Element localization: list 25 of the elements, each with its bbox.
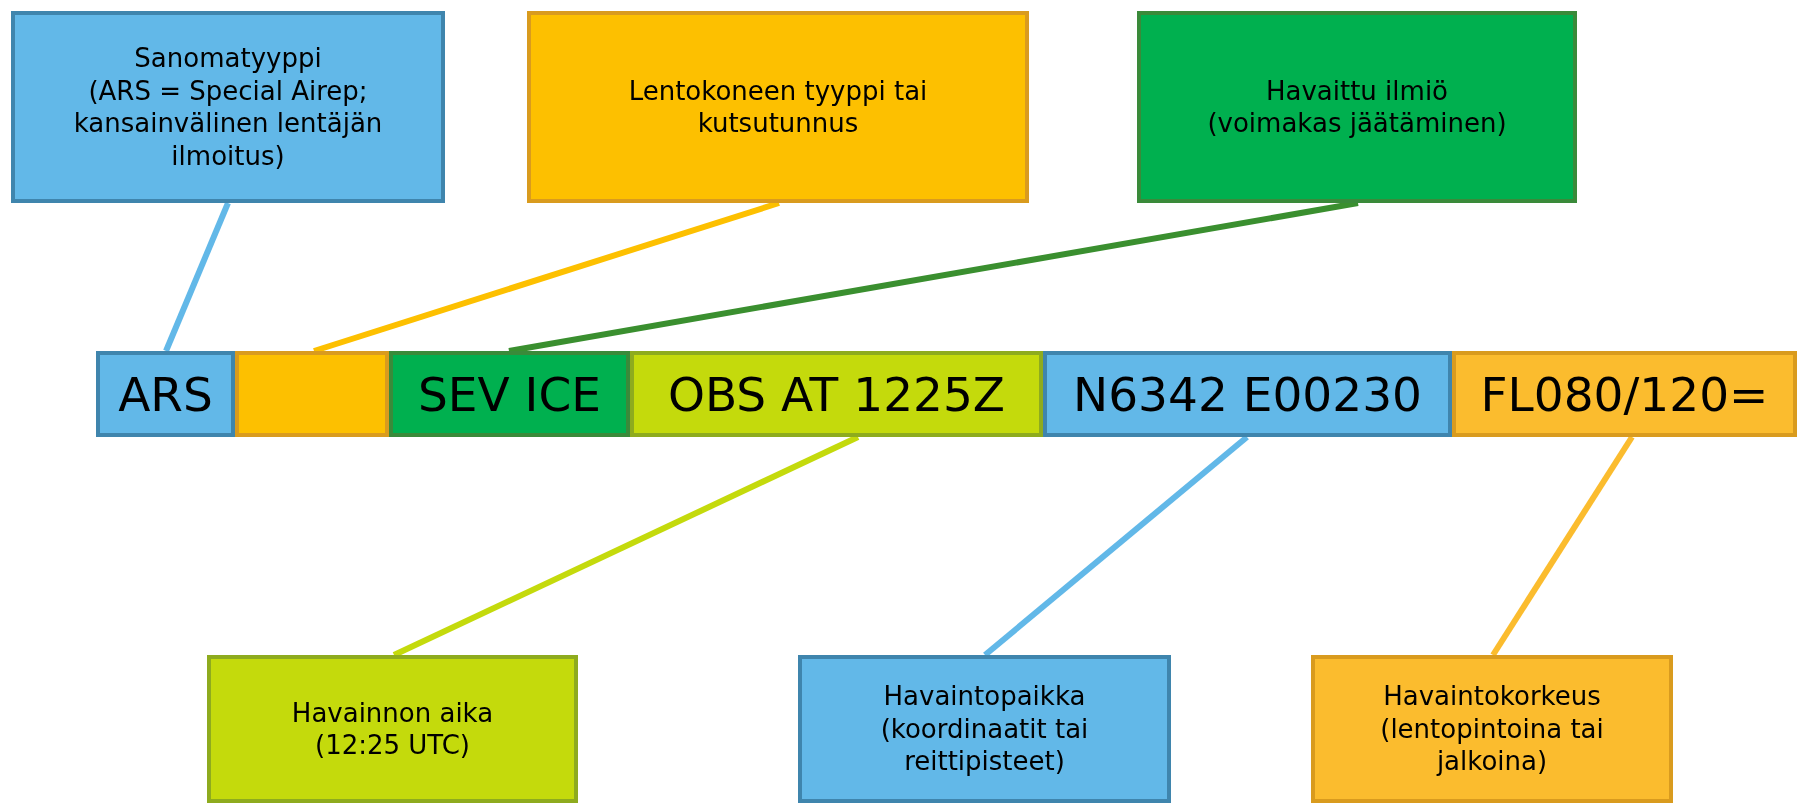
leader-line — [163, 201, 231, 353]
message-field: FL080/120= — [1452, 351, 1797, 437]
box-heading: Havaintokorkeus — [1383, 680, 1601, 713]
box-description: (12:25 UTC) — [315, 729, 470, 762]
message-field: OBS AT 1225Z — [630, 351, 1043, 437]
box-description: (lentopintoina tai jalkoina) — [1379, 712, 1605, 778]
message-field: ARS — [96, 351, 235, 437]
explanation-box — [798, 655, 1171, 803]
box-heading: Havaintopaikka — [883, 680, 1086, 713]
message-field-box — [235, 351, 389, 437]
message-field: N6342 E00230 — [1043, 351, 1452, 437]
leader-line — [1490, 435, 1635, 657]
box-heading: Havainnon aika — [291, 696, 494, 729]
explanation-box — [1311, 655, 1673, 803]
box-description: (ARS = Special Airep; kansainvälinen lentäjän ilmoitus) — [72, 74, 384, 172]
explanation-box — [207, 655, 578, 803]
message-field: SEV ICE — [389, 351, 630, 437]
box-heading: Lentokoneen tyyppi tai kutsutunnus — [627, 74, 929, 140]
box-description: (voimakas jäätäminen) — [1207, 107, 1507, 140]
explanation-box — [11, 11, 445, 203]
explanation-box — [1137, 11, 1577, 203]
explanation-box — [527, 11, 1029, 203]
box-description: (koordinaatit tai reittipisteet) — [879, 712, 1090, 778]
box-heading: Sanomatyyppi — [134, 42, 322, 75]
box-heading: Havaittu ilmiö — [1265, 74, 1449, 107]
